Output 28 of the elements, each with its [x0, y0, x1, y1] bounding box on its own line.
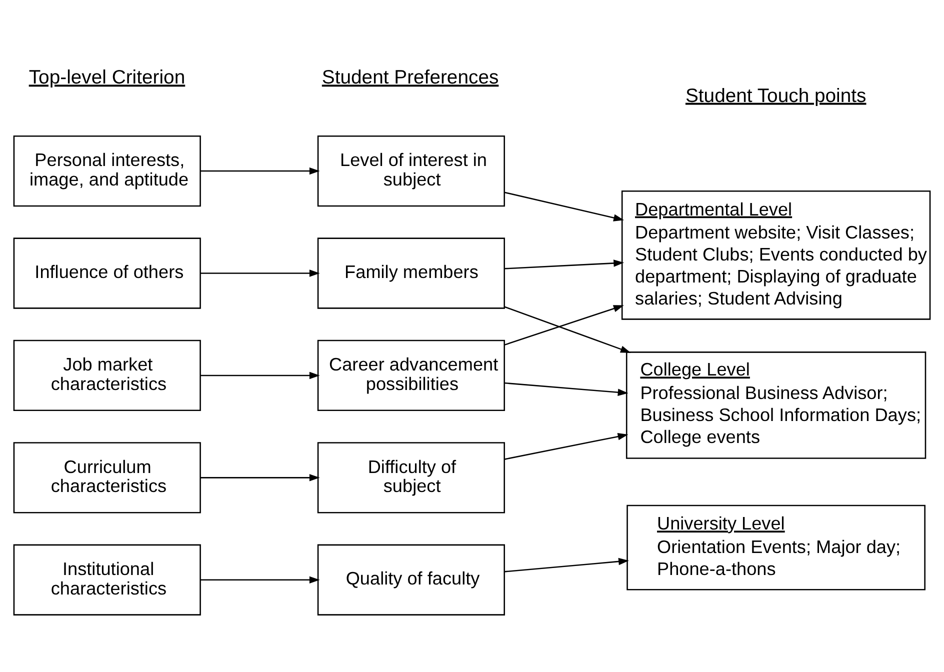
node-box: University Level Orientation Events; Major day; Phone-a-thons [626, 504, 926, 590]
arrow [504, 558, 629, 572]
arrow [504, 306, 631, 353]
node-box: Job market characteristics [13, 340, 201, 412]
label: Top-level Criterion [28, 66, 186, 89]
node-box: Departmental Level Department website; Visit Classes; Student Clubs; Events conducted by department; Displaying of graduate salaries; Student Advising [621, 190, 931, 320]
arrow [504, 192, 624, 222]
arrow [200, 270, 320, 277]
node-box: Difficulty of subject [317, 442, 505, 514]
label: Student Touch points [685, 84, 866, 107]
arrow [504, 382, 628, 396]
arrow [504, 260, 624, 270]
arrow [200, 474, 320, 482]
arrow [200, 167, 320, 175]
node-box: Level of interest in subject [317, 135, 505, 207]
arrow [200, 372, 320, 380]
arrow [504, 305, 624, 346]
node-box: Quality of faculty [317, 544, 505, 616]
node-box: Institutional characteristics [13, 544, 201, 616]
arrow [200, 576, 320, 584]
node-box: Personal interests, image, and aptitude [13, 135, 201, 207]
arrow [504, 433, 628, 460]
node-box: Family members [317, 238, 505, 309]
label: Student Preferences [322, 66, 499, 89]
node-box: Career advancement possibilities [317, 340, 505, 412]
node-box: College Level Professional Business Advisor; Business School Information Days; College events [626, 352, 926, 459]
node-box: Influence of others [13, 238, 201, 309]
node-box: Curriculum characteristics [13, 442, 201, 514]
